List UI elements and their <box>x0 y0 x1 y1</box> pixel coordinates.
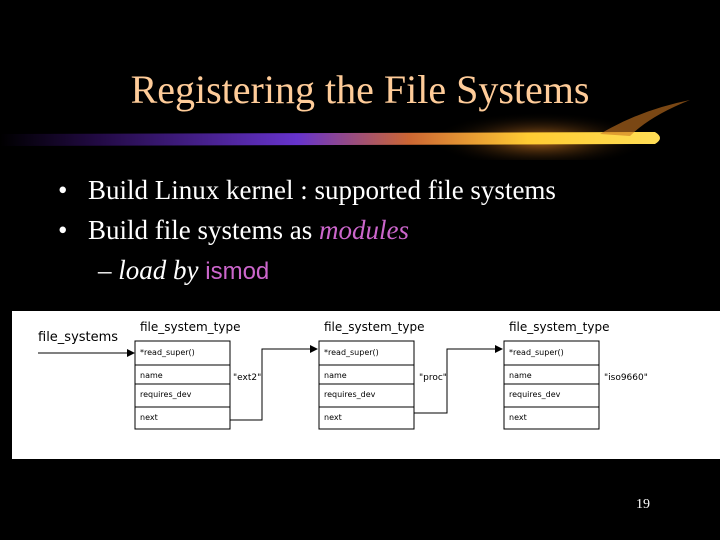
struct-node-3: file_system_type *read_super() name requ… <box>504 320 648 429</box>
field-requires-dev: requires_dev <box>324 390 376 399</box>
struct-node-1: file_system_type *read_super() name requ… <box>135 320 261 429</box>
field-name: name <box>140 371 163 380</box>
struct-type-label: file_system_type <box>509 320 609 334</box>
bullet-list: •Build Linux kernel : supported file sys… <box>58 172 556 290</box>
bullet-text: Build file systems as <box>88 215 319 245</box>
struct-type-label: file_system_type <box>324 320 424 334</box>
struct-type-label: file_system_type <box>140 320 240 334</box>
name-value: "ext2" <box>233 373 261 383</box>
field-read-super: *read_super() <box>140 348 195 357</box>
bullet-dot-icon: • <box>58 172 88 208</box>
field-read-super: *read_super() <box>324 348 379 357</box>
bullet-emphasis: modules <box>319 215 409 245</box>
field-next: next <box>324 413 342 422</box>
file-systems-diagram: file_systems file_system_type *read_supe… <box>12 311 720 459</box>
bullet-dot-icon: • <box>58 212 88 248</box>
field-read-super: *read_super() <box>509 348 564 357</box>
name-value: "proc" <box>419 373 447 383</box>
field-next: next <box>140 413 158 422</box>
field-name: name <box>324 371 347 380</box>
bullet-item: •Build file systems as modules <box>58 212 556 252</box>
sub-bullet-text: load by <box>118 255 205 285</box>
page-number: 19 <box>636 497 650 513</box>
diagram-canvas: file_systems file_system_type *read_supe… <box>12 311 720 459</box>
field-name: name <box>509 371 532 380</box>
field-next: next <box>509 413 527 422</box>
sub-bullet-item: – load by ismod <box>58 252 556 290</box>
head-label: file_systems <box>38 330 118 345</box>
bullet-text: Build Linux kernel : supported file syst… <box>88 175 556 205</box>
next-pointer-arrow <box>230 349 317 420</box>
slide-title: Registering the File Systems <box>0 66 720 113</box>
bullet-item: •Build Linux kernel : supported file sys… <box>58 172 556 212</box>
field-requires-dev: requires_dev <box>509 390 561 399</box>
name-value: "iso9660" <box>604 373 648 383</box>
field-requires-dev: requires_dev <box>140 390 192 399</box>
sub-bullet-command: ismod <box>205 258 269 285</box>
sub-bullet-dash: – <box>98 255 112 285</box>
